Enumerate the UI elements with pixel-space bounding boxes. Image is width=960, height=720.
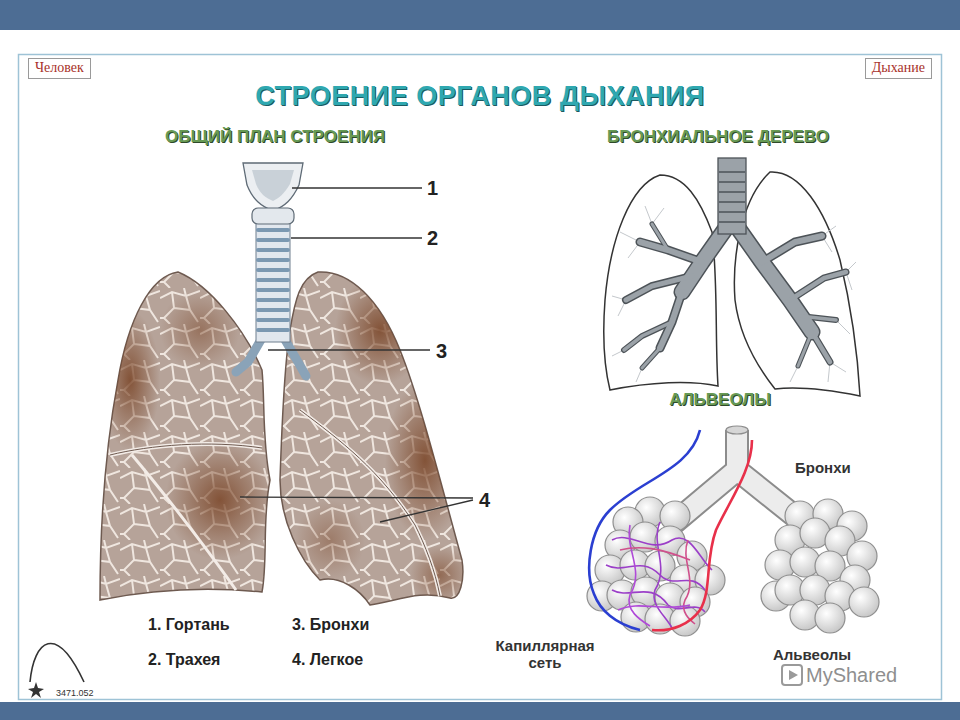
tag-text: Человек — [35, 60, 84, 76]
callout-number: 1 — [427, 177, 438, 200]
key-entry: 4. Легкое — [292, 651, 363, 669]
top-bar — [0, 0, 960, 30]
section-tag: Человек — [28, 58, 91, 79]
key-entry: 2. Трахея — [148, 651, 220, 669]
capillary-network — [606, 522, 712, 628]
section-heading: ОБЩИЙ ПЛАН СТРОЕНИЯ — [165, 127, 385, 147]
alveoli-figure — [587, 426, 879, 636]
callout-number: 4 — [479, 489, 490, 512]
lungs — [100, 272, 470, 605]
section-heading: АЛЬВЕОЛЫ — [669, 390, 771, 410]
key-entry: 3. Бронхи — [292, 616, 369, 634]
part-label: Альвеолы — [773, 646, 851, 663]
part-label: Капиллярная сеть — [484, 637, 606, 672]
bronchial-tree — [604, 158, 860, 396]
catalogue-number: 3471.052 — [56, 688, 94, 698]
part-label: Бронхи — [795, 459, 851, 476]
leader-lines — [240, 188, 473, 522]
callout-number: 3 — [436, 340, 447, 363]
section-heading: БРОНХИАЛЬНОЕ ДЕРЕВО — [607, 127, 829, 147]
tag-text: Дыхание — [872, 60, 925, 76]
trachea — [236, 222, 306, 376]
watermark-icon — [782, 665, 802, 685]
alveolus-cluster — [761, 499, 879, 633]
callout-number: 2 — [427, 227, 438, 250]
key-entry: 1. Гортань — [148, 616, 230, 634]
bottom-bar — [0, 702, 960, 720]
larynx — [243, 163, 303, 224]
slide-title: СТРОЕНИЕ ОРГАНОВ ДЫХАНИЯ — [255, 81, 705, 112]
card-frame — [19, 55, 942, 700]
section-tag: Дыхание — [865, 58, 932, 79]
vein — [589, 430, 700, 630]
watermark: MyShared — [806, 664, 897, 687]
artery — [652, 440, 752, 630]
